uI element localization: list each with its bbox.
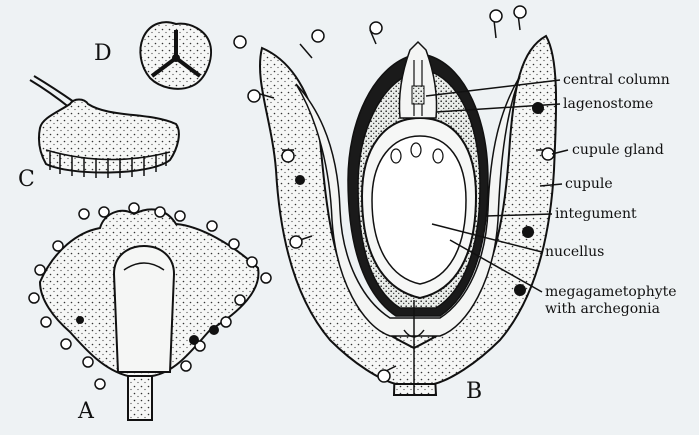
label-integument: integument [555,206,637,222]
figure-letter-a: A [78,400,94,424]
figure-b-drawing [234,6,556,395]
figure-a-drawing [29,203,271,420]
label-central-column: central column [563,72,670,88]
label-nucellus: nucellus [545,244,604,260]
label-cupule: cupule [565,176,613,192]
figure-c-drawing [30,76,179,178]
label-lagenostome: lagenostome [563,96,653,112]
figure-letter-b: B [466,380,482,404]
label-cupule-gland: cupule gland [572,142,664,158]
figure-letter-d: D [94,42,112,66]
label-megagametophyte-line2: with archegonia [545,301,660,317]
figure-d-drawing [140,22,211,89]
figure-letter-c: C [18,168,35,192]
label-megagametophyte-line1: megagametophyte [545,284,677,300]
